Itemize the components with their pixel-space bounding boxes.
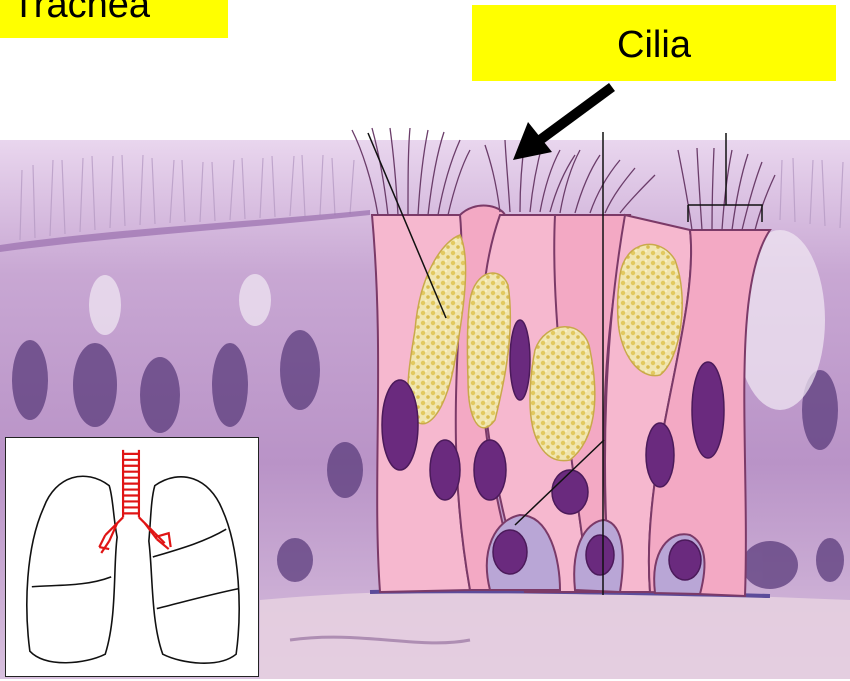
lung-inset [5,437,259,677]
airway-icon [99,450,170,553]
lungs-icon [6,438,258,676]
cilia-label: Cilia [472,5,836,81]
trachea-label: Trachea [0,0,228,38]
cilia-label-text: Cilia [617,26,691,64]
trachea-label-text: Trachea [12,0,150,24]
